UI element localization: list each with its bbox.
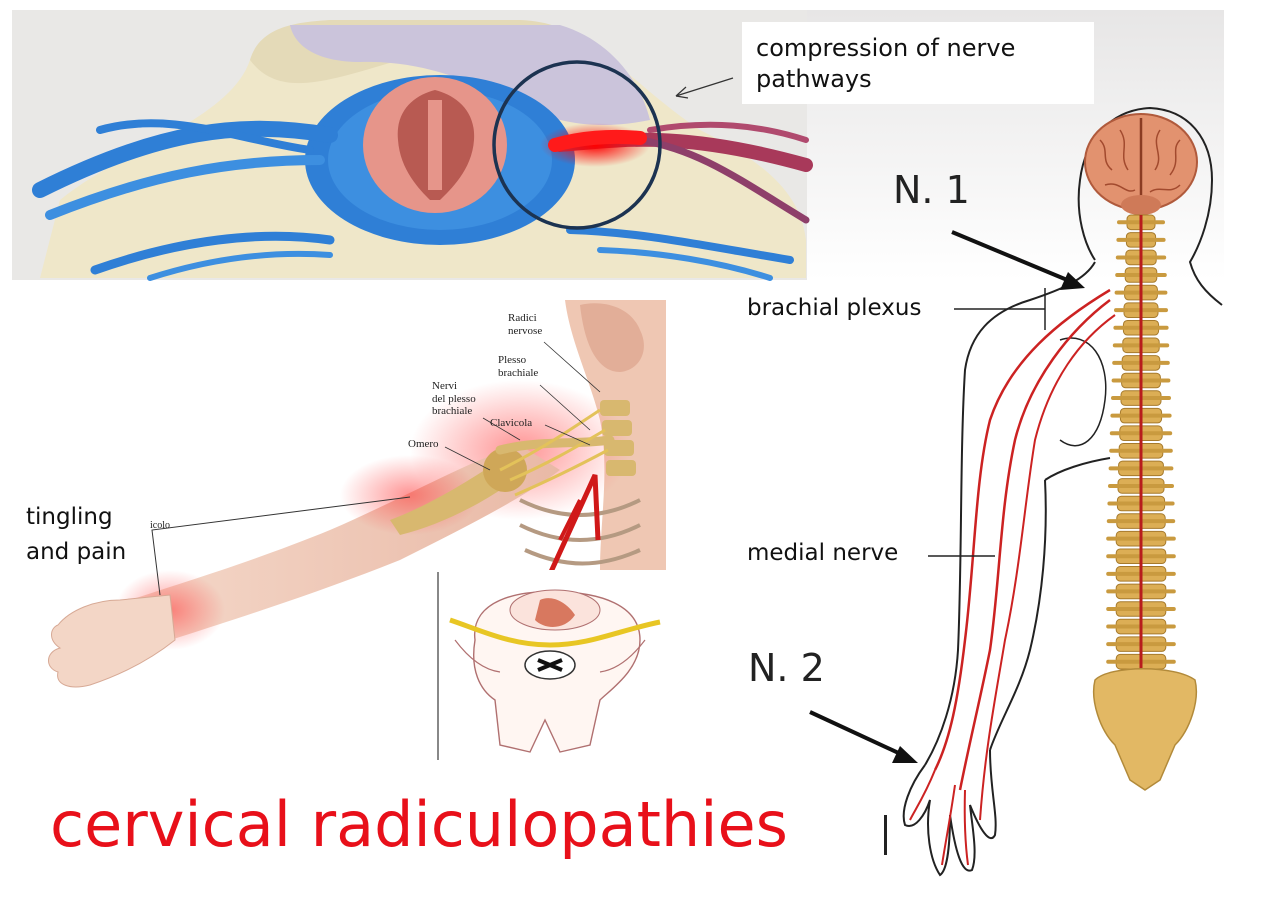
tingling-label: tingling and pain: [26, 500, 126, 569]
sacrum: [1093, 668, 1197, 791]
n1-arrow: [951, 230, 1073, 284]
compression-arrow: [675, 77, 734, 97]
n1-arrowhead: [1060, 272, 1085, 290]
plesso-line1: Plesso: [498, 354, 527, 366]
label-radici-nervose: Radici nervose: [508, 312, 542, 337]
medial-nerve-label: medial nerve: [747, 540, 899, 566]
compression-highlight-circle: [492, 60, 662, 230]
compression-label-box: [742, 22, 1094, 104]
nervi-line2: del plesso: [432, 392, 476, 405]
tingling-label-line2: and pain: [26, 538, 127, 565]
n1-label: N. 1: [893, 168, 970, 212]
compression-label: compression of nerve pathways: [756, 33, 1015, 95]
label-omero: Omero: [408, 438, 439, 450]
label-clavicola: Clavicola: [490, 417, 533, 429]
body-nervous-system: [902, 106, 1223, 877]
page-title: cervical radiculopathies: [50, 788, 788, 861]
brachial-plexus-label: brachial plexus: [747, 295, 922, 321]
tingling-leader-line: [151, 496, 411, 596]
vertebra-inset: [436, 570, 666, 760]
nervi-line3: brachiale: [432, 405, 473, 418]
nervi-line1: Nervi: [432, 380, 458, 392]
compression-arrowhead: [675, 86, 689, 99]
n2-arrow: [809, 710, 906, 758]
label-plesso-brachiale: Plesso brachiale: [498, 354, 538, 379]
n2-arrowhead: [892, 746, 918, 763]
title-bar-mark: [884, 815, 887, 855]
plesso-line2: brachiale: [498, 366, 539, 379]
arm-shoulder-anatomy: [48, 300, 666, 688]
radici-line2: nervose: [508, 324, 543, 337]
compression-label-line2: pathways: [756, 65, 872, 94]
label-nervi-plesso: Nervi del plesso brachiale: [432, 380, 476, 418]
n2-label: N. 2: [748, 646, 825, 690]
label-icolo: icolo: [150, 520, 170, 531]
tingling-label-line1: tingling: [26, 504, 113, 530]
spine: [1106, 214, 1176, 672]
compression-label-line1: compression of nerve: [756, 34, 1016, 62]
radici-line1: Radici: [508, 312, 537, 324]
